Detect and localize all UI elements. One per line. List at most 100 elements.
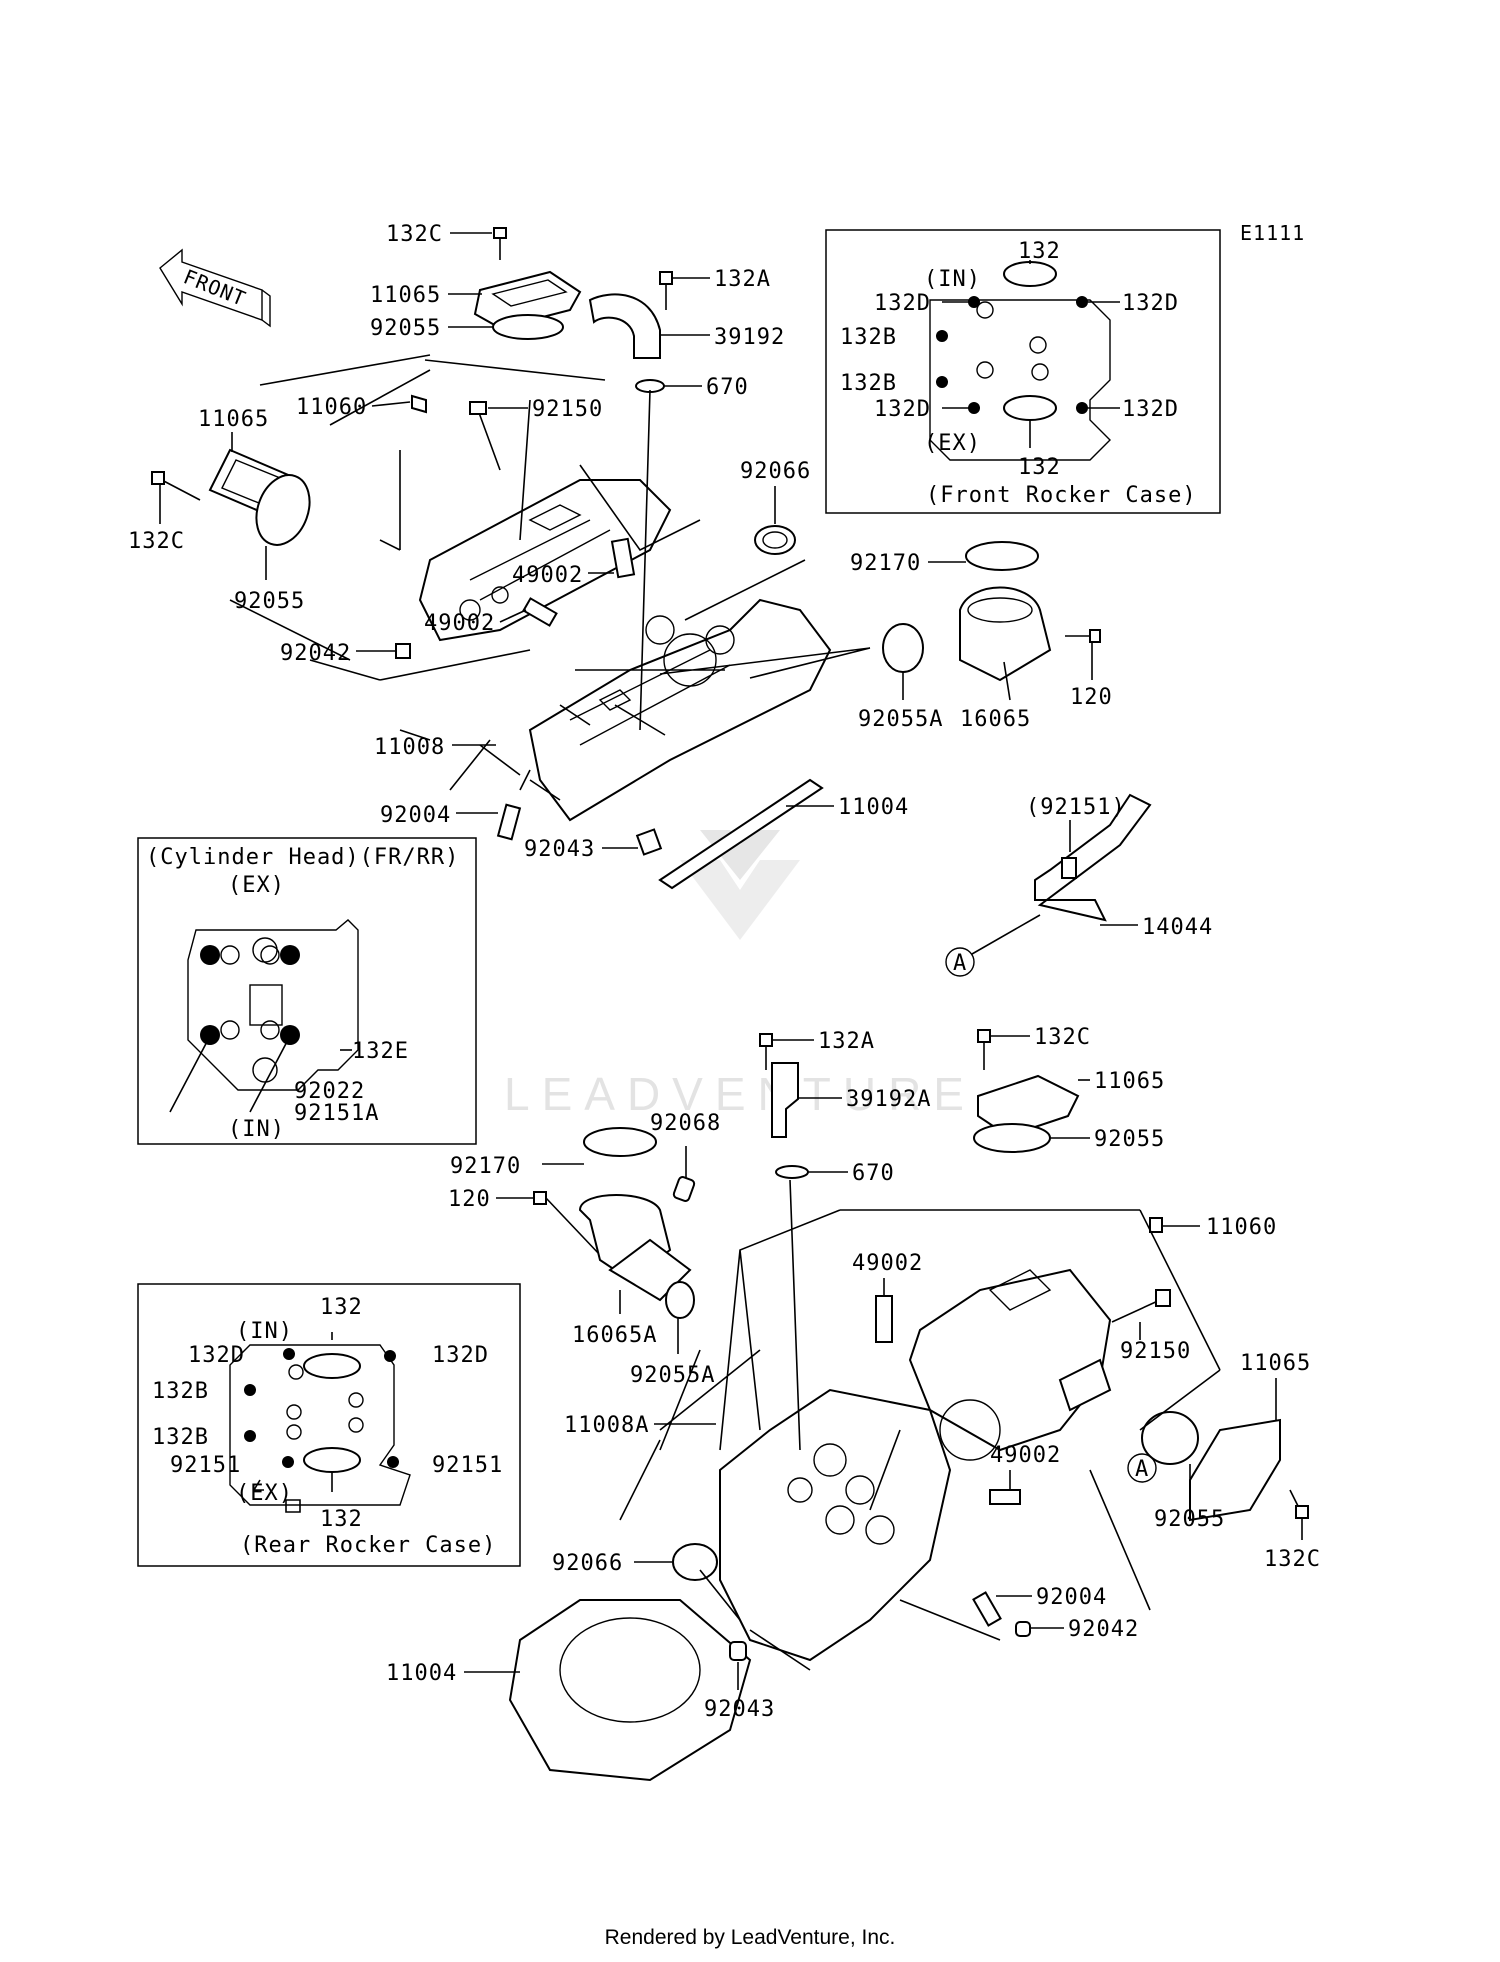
watermark-logo: LEADVENTURE: [504, 830, 976, 1120]
cover-11065-br: [1189, 1418, 1281, 1522]
label-92042-bot: 92042: [1068, 1617, 1139, 1642]
gasket-11004-bot: [508, 1599, 752, 1782]
rear-rocker-in: (IN): [236, 1319, 293, 1344]
stud-92004-top: [496, 803, 522, 841]
label-49002-d: 49002: [990, 1443, 1061, 1468]
pipe-39192a: [771, 1062, 818, 1138]
label-92170-top: 92170: [850, 551, 921, 576]
label-11004-bot: 11004: [386, 1661, 457, 1686]
label-49002-c: 49002: [852, 1251, 923, 1276]
label-92043-bot: 92043: [704, 1697, 775, 1722]
rear-rocker-b132b-1: 132B: [152, 1379, 209, 1404]
bolt-132c-left: [151, 471, 201, 501]
bolt-132c-mid: [977, 1029, 991, 1070]
label-92066-top: 92066: [740, 459, 811, 484]
rear-rocker-ex: (EX): [236, 1481, 293, 1506]
front-rocker-b132b-1: 132B: [840, 325, 897, 350]
gasket-92055-mid: [973, 1123, 1051, 1153]
label-49002-a: 49002: [512, 563, 583, 588]
cyl-head-b92151a: 92151A: [294, 1101, 379, 1126]
label-132c-left: 132C: [128, 529, 185, 554]
clamp-92170-mid: [583, 1127, 657, 1157]
cyl-head-b132e: 132E: [352, 1039, 409, 1064]
rear-rocker-b132b-2: 132B: [152, 1425, 209, 1450]
label-11004-top: 11004: [838, 795, 909, 820]
label-92055-br: 92055: [1154, 1507, 1225, 1532]
label-92004-bot: 92004: [1036, 1585, 1107, 1610]
guide-49002-d: [989, 1489, 1021, 1505]
cyl-head-in: (IN): [228, 1117, 285, 1142]
label-92055-left: 92055: [234, 589, 305, 614]
label-11065-top: 11065: [370, 283, 441, 308]
gasket-92055-left: [255, 474, 311, 546]
label-92055a-mid: 92055A: [630, 1363, 715, 1388]
label-92151-paren: (92151): [1026, 795, 1126, 820]
pin-92043-top: [635, 828, 663, 856]
label-120-mid: 120: [448, 1187, 491, 1212]
bracket-14044: [1034, 793, 1152, 922]
watermark-text: LEADVENTURE: [504, 1068, 976, 1120]
label-92170-mid: 92170: [450, 1154, 521, 1179]
bolt-132a-mid: [759, 1033, 773, 1070]
bolt-92150-mid: [1111, 1289, 1171, 1323]
cyl-head-b92022: 92022: [294, 1079, 365, 1104]
front-rocker-b132-bot: 132: [1018, 455, 1061, 480]
leader-lines-bottom: [619, 1179, 1221, 1671]
label-16065: 16065: [960, 707, 1031, 732]
cover-11065-mid: [977, 1074, 1080, 1138]
label-92068: 92068: [650, 1111, 721, 1136]
gasket-92055-top: [492, 314, 564, 340]
label-49002-b: 49002: [424, 611, 495, 636]
pin-92043-bot: [729, 1641, 747, 1661]
pin-92042-top: [395, 643, 411, 659]
label-16065a: 16065A: [572, 1323, 657, 1348]
plug-92066-bot: [672, 1543, 718, 1581]
front-rocker-b132-top: 132: [1018, 239, 1061, 264]
label-92055a-top: 92055A: [858, 707, 943, 732]
rear-rocker-b92151-r: 92151: [432, 1453, 503, 1478]
label-11065-mid: 11065: [1094, 1069, 1165, 1094]
label-39192: 39192: [714, 325, 785, 350]
front-rocker-ex: (EX): [924, 431, 981, 456]
rear-rocker-b92151-l: 92151: [170, 1453, 241, 1478]
label-132c-br: 132C: [1264, 1547, 1321, 1572]
label-92055-mid: 92055: [1094, 1127, 1165, 1152]
label-ref-a-mid: A: [1135, 1457, 1149, 1482]
rocker-case-rear: [908, 1268, 1112, 1461]
label-92150-mid: 92150: [1120, 1339, 1191, 1364]
dowel-11060-top: [411, 394, 427, 414]
rear-rocker-title: (Rear Rocker Case): [240, 1533, 496, 1558]
stud-92004-bot: [972, 1591, 1002, 1627]
cover-11065-top: [473, 270, 582, 330]
rear-rocker-b132-bot: 132: [320, 1507, 363, 1532]
cylinder-head-rear: [719, 1388, 952, 1662]
bolt-120-top: [1065, 629, 1101, 643]
holder-16065a: [578, 1194, 692, 1302]
label-ref-a-top: A: [953, 951, 967, 976]
rear-rocker-b132d-l: 132D: [188, 1343, 245, 1368]
guide-49002-b: [522, 597, 558, 627]
cyl-head-ex: (EX): [228, 873, 285, 898]
label-670-mid: 670: [852, 1161, 895, 1186]
label-132a-top: 132A: [714, 267, 771, 292]
label-11008: 11008: [374, 735, 445, 760]
holder-16065: [959, 586, 1052, 682]
bolt-92150-top: [469, 401, 501, 471]
label-92055-top: 92055: [370, 316, 441, 341]
guide-49002-a: [610, 537, 636, 579]
front-rocker-b132d-tr: 132D: [1122, 291, 1179, 316]
inset-rear-rocker: [137, 1283, 521, 1567]
label-14044: 14044: [1142, 915, 1213, 940]
front-rocker-title: (Front Rocker Case): [926, 483, 1197, 508]
label-11060-top: 11060: [296, 395, 367, 420]
oring-670-mid: [775, 1165, 809, 1179]
inset-cylinder-head: [137, 837, 477, 1145]
label-132c-mid: 132C: [1034, 1025, 1091, 1050]
label-11065-left: 11065: [198, 407, 269, 432]
clamp-92170-top: [965, 541, 1039, 571]
cyl-head-title: (Cylinder Head)(FR/RR): [146, 845, 459, 870]
bolt-132c-top: [493, 227, 507, 260]
dowel-11060-mid: [1149, 1217, 1163, 1233]
plug-92066-top: [754, 525, 796, 555]
front-arrow: FRONT: [159, 248, 271, 328]
